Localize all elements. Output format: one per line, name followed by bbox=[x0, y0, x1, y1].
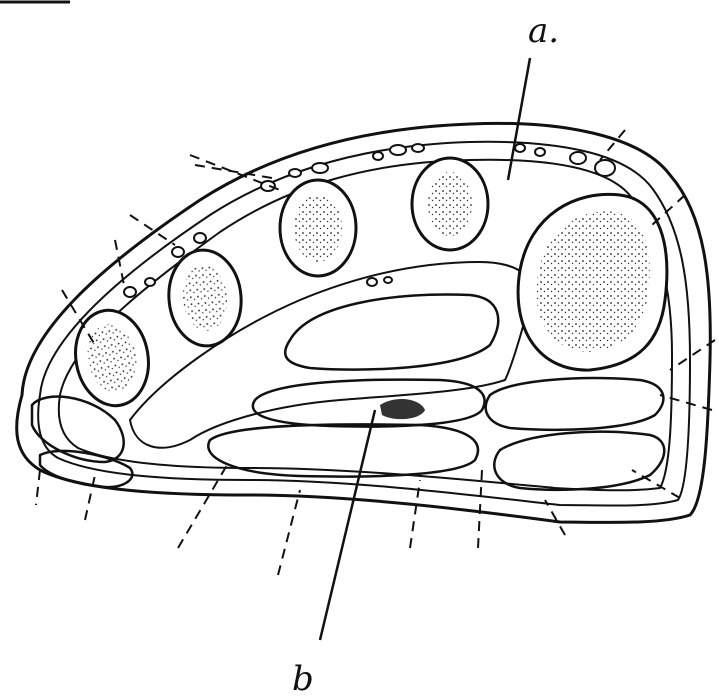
label-b: b bbox=[292, 659, 314, 698]
label-a: a. bbox=[528, 11, 559, 51]
muscle-belly-central bbox=[285, 295, 498, 370]
muscle-belly-right-2 bbox=[494, 432, 664, 490]
label-b-pointer bbox=[320, 410, 375, 640]
tendon-focus-b bbox=[380, 399, 425, 419]
muscle-belly-right-1 bbox=[486, 378, 664, 430]
muscle-belly-lower-1 bbox=[253, 380, 485, 427]
